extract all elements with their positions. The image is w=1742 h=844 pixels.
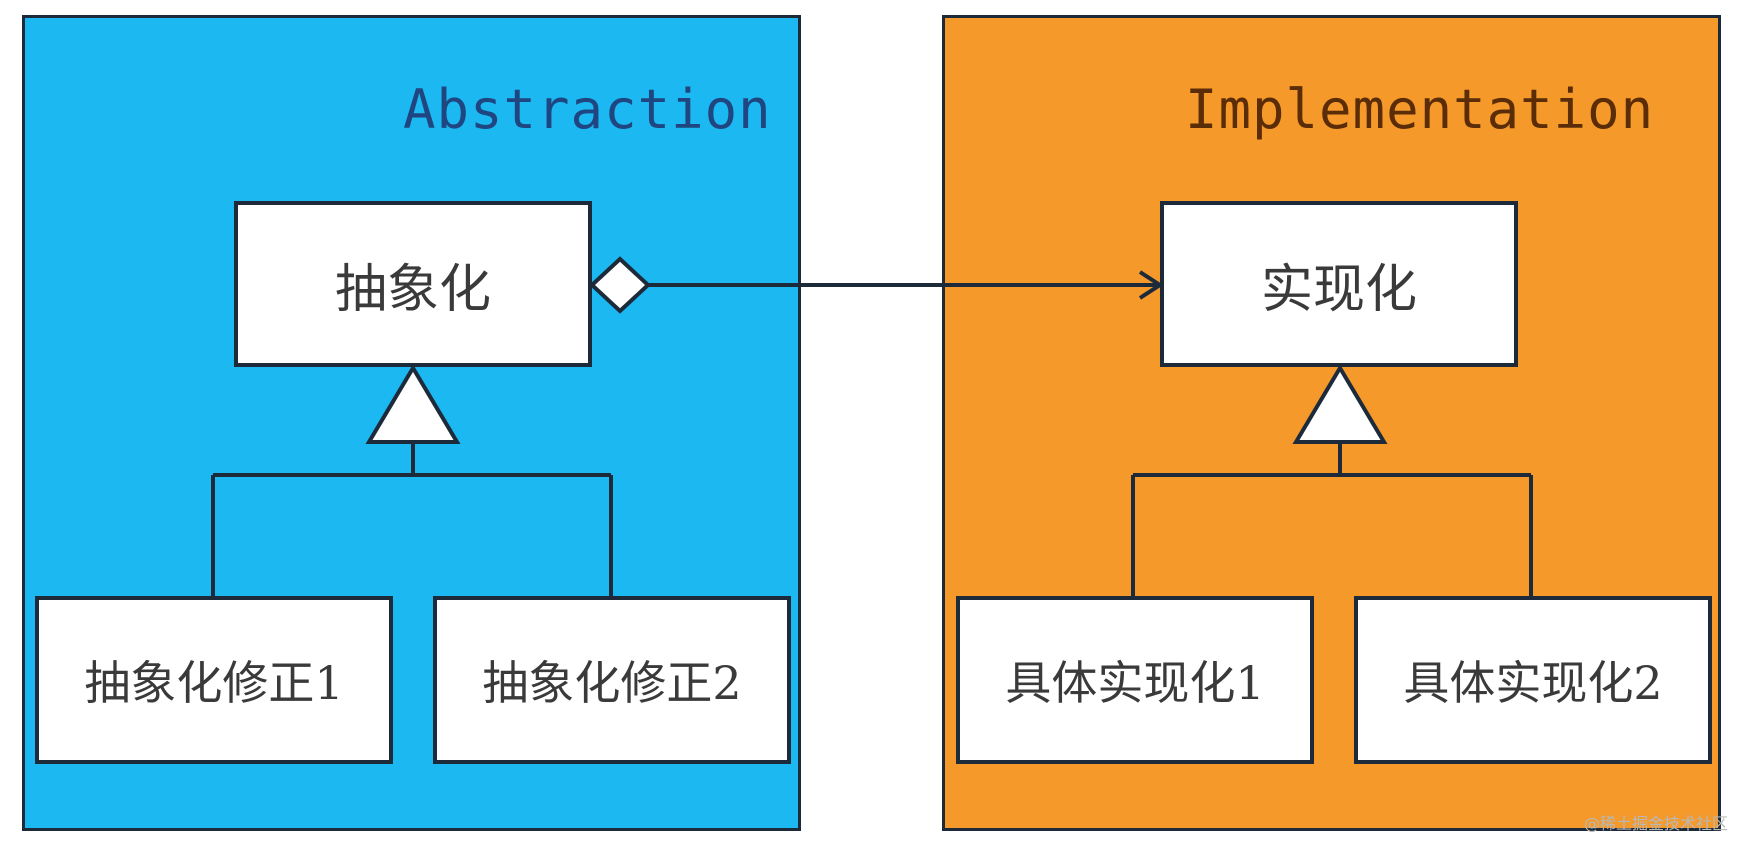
implementation-inheritance-triangle xyxy=(1292,364,1388,444)
concrete-implementor-1-box: 具体实现化1 xyxy=(956,596,1314,764)
refined-abstraction-1-box: 抽象化修正1 xyxy=(35,596,393,764)
aggregation-diamond xyxy=(589,256,651,314)
refined-abstraction-2-box: 抽象化修正2 xyxy=(433,596,791,764)
watermark: @稀土掘金技术社区 xyxy=(1583,814,1728,833)
abstraction-title: Abstraction xyxy=(403,78,772,141)
implementor-box: 实现化 xyxy=(1160,201,1518,367)
implementation-title: Implementation xyxy=(1185,78,1655,141)
abstraction-inheritance-triangle xyxy=(365,364,461,444)
concrete-implementor-2-box: 具体实现化2 xyxy=(1354,596,1712,764)
abstraction-box: 抽象化 xyxy=(234,201,592,367)
